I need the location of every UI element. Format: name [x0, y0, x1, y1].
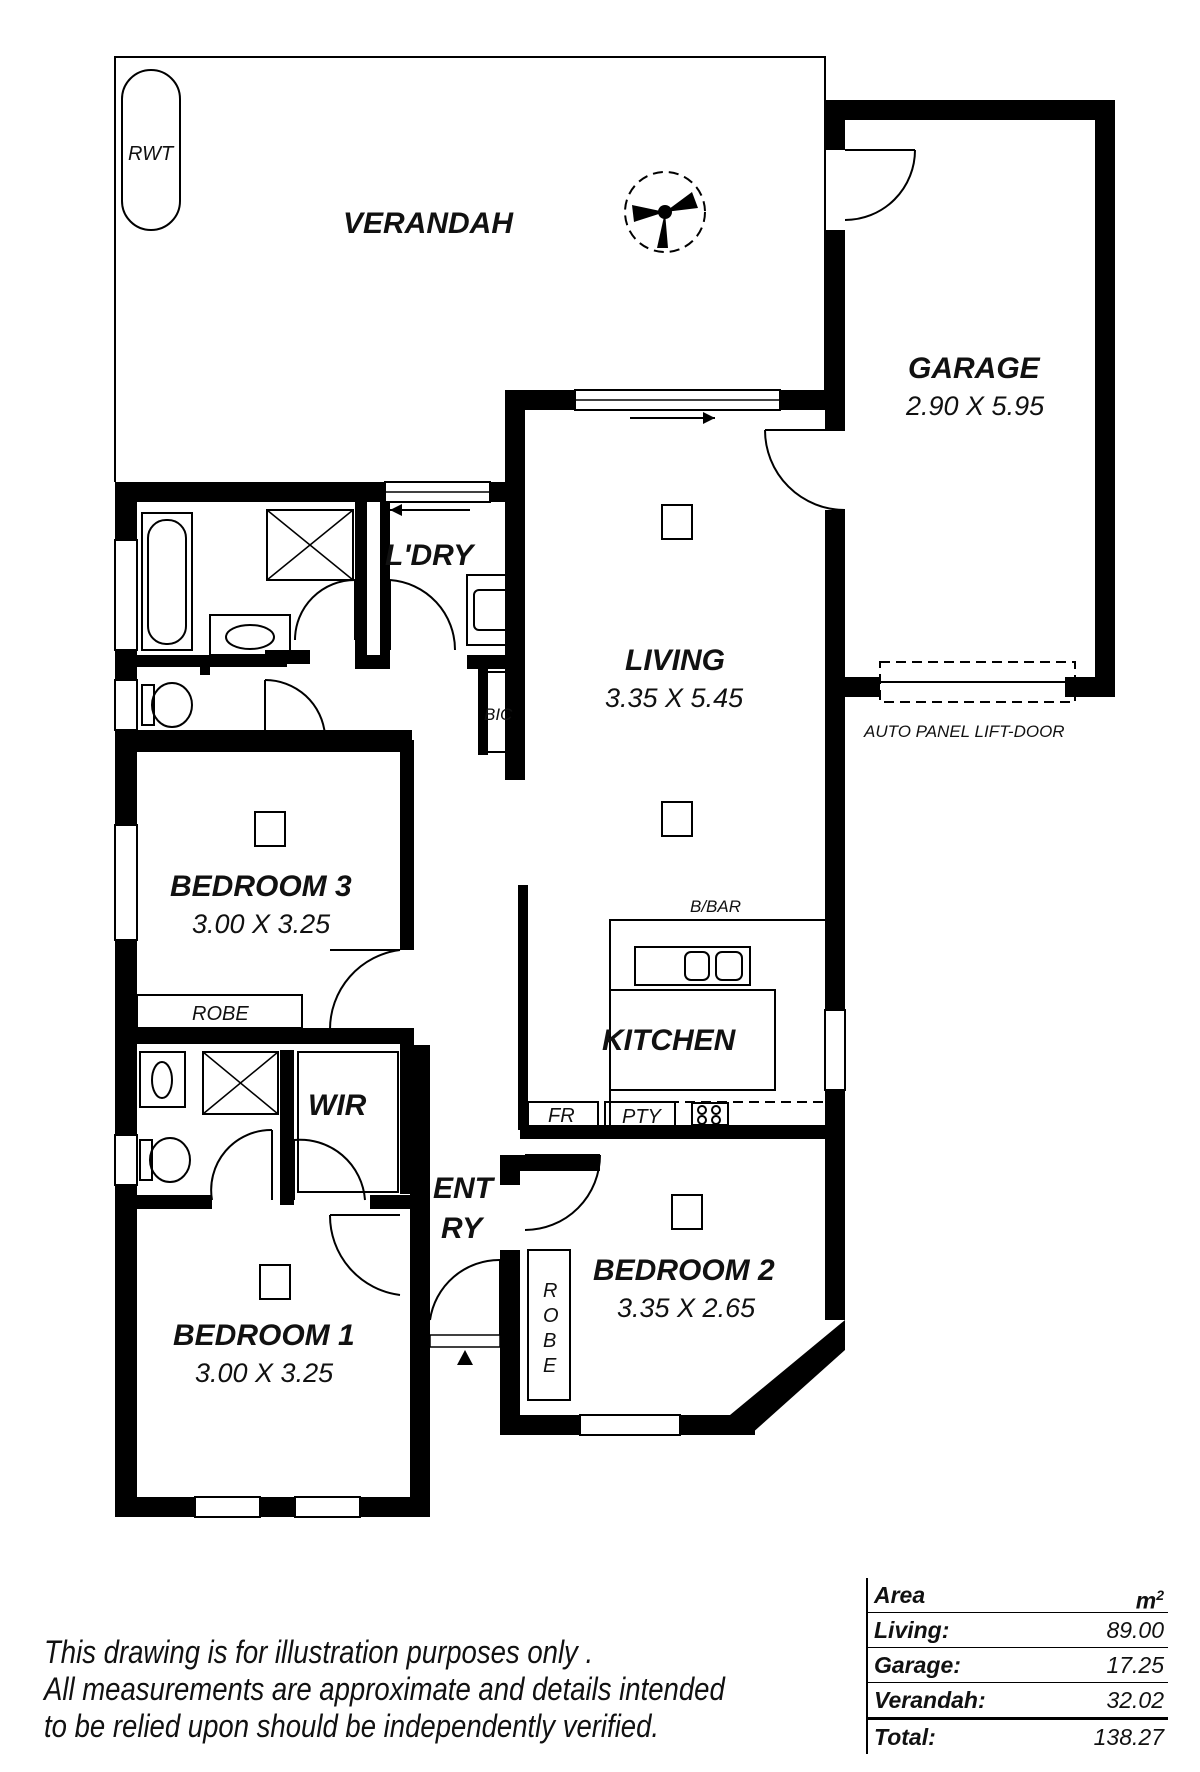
living-dims: 3.35 X 5.45	[605, 683, 744, 713]
kitchen-island	[609, 989, 776, 1091]
laundry-label: L'DRY	[385, 539, 476, 572]
garage-door-label: AUTO PANEL LIFT-DOOR	[863, 722, 1065, 741]
robe-bedroom-2	[527, 1249, 571, 1401]
ensuite-basin-icon	[139, 1051, 186, 1108]
disclaimer-line-2: All measurements are approximate and det…	[44, 1671, 725, 1707]
interior-walls	[137, 502, 525, 1209]
bedroom-2-label: BEDROOM 2	[593, 1254, 775, 1287]
garage-dims: 2.90 X 5.95	[905, 391, 1045, 421]
pantry-cupboard	[604, 1101, 676, 1128]
robe-3-label: ROBE	[192, 1003, 249, 1025]
cooktop-icon	[691, 1102, 729, 1126]
toilet-icon	[141, 682, 193, 728]
disclaimer-line-3: to be relied upon should be independentl…	[44, 1708, 660, 1744]
pantry-label: PTY	[622, 1106, 663, 1128]
disclaimer: This drawing is for illustration purpose…	[44, 1634, 749, 1745]
entry-arrow-icon	[457, 1350, 473, 1365]
area-header-unit: m2	[1135, 1587, 1164, 1614]
area-row-verandah: Verandah: 32.02	[868, 1683, 1168, 1718]
area-row-garage: Garage: 17.25	[868, 1648, 1168, 1683]
area-row-total: Total: 138.27	[868, 1718, 1168, 1754]
laundry-tub-icon	[466, 574, 520, 646]
vanity-basin-icon	[209, 614, 291, 656]
bedroom-3-dims: 3.00 X 3.25	[192, 909, 331, 939]
disclaimer-line-1: This drawing is for illustration purpose…	[44, 1634, 594, 1670]
entry-label-line-1: ENT	[433, 1172, 496, 1205]
robe-2-letter-3: B	[543, 1330, 556, 1352]
bic-cupboard	[482, 671, 511, 753]
area-header-label: Area	[874, 1582, 926, 1608]
shower-icon	[266, 509, 354, 581]
fridge-space	[527, 1101, 599, 1128]
rwt-label: RWT	[128, 143, 175, 165]
robe-2-letter-4: E	[543, 1355, 557, 1377]
ensuite-shower-icon	[202, 1051, 279, 1115]
rainwater-tank	[121, 69, 181, 231]
kitchen-bench	[609, 919, 825, 1125]
bedroom-2-dims: 3.35 X 2.65	[617, 1293, 756, 1323]
sliding-door-arrows	[390, 412, 715, 516]
living-label: LIVING	[625, 644, 725, 677]
entry-label-line-2: RY	[441, 1212, 485, 1245]
garage-side-door	[844, 149, 916, 221]
area-table-header: Area m2	[868, 1578, 1168, 1614]
verandah-outline	[114, 56, 826, 482]
bedroom-1-label: BEDROOM 1	[173, 1319, 355, 1352]
windows	[114, 389, 846, 1518]
robe-bedroom-3	[136, 994, 303, 1029]
kitchen-label: KITCHEN	[602, 1024, 737, 1057]
bedroom-3-label: BEDROOM 3	[170, 870, 352, 903]
bic-label: BIC	[484, 705, 513, 724]
bathtub-icon	[141, 512, 193, 651]
vent-icons	[254, 504, 703, 1300]
verandah-label: VERANDAH	[343, 207, 514, 240]
area-table: Area m2 Living: 89.00 Garage: 17.25 Vera…	[866, 1578, 1168, 1754]
ensuite-toilet-icon	[139, 1137, 191, 1183]
area-row-living: Living: 89.00	[868, 1613, 1168, 1648]
sink-icon	[634, 946, 751, 986]
bbar-label: B/BAR	[690, 897, 741, 916]
robe-2-letter-2: O	[543, 1305, 559, 1327]
wir-label: WIR	[308, 1089, 367, 1122]
robe-2-letter-1: R	[543, 1280, 557, 1302]
fridge-label: FR	[548, 1105, 575, 1127]
wir-outline	[297, 1051, 399, 1193]
garage-label: GARAGE	[908, 352, 1041, 385]
entry-threshold	[429, 1334, 501, 1348]
interior-doors	[210, 429, 846, 1335]
ceiling-fan-icon	[624, 171, 706, 253]
bedroom-1-dims: 3.00 X 3.25	[195, 1358, 334, 1388]
